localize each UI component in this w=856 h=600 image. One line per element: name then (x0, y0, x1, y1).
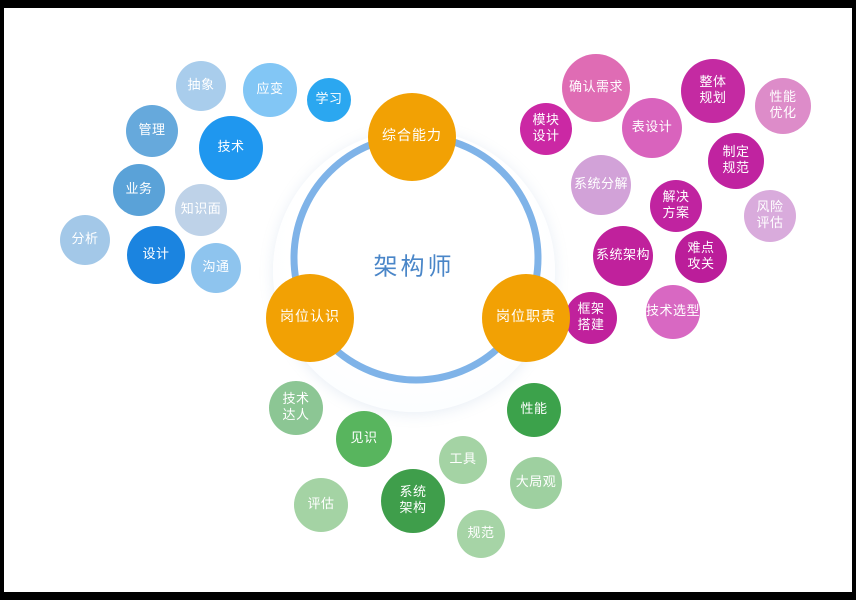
bubble-business: 业务 (113, 164, 165, 216)
bubble-risk-assessment: 风险 评估 (744, 190, 796, 242)
bubble-adaptability: 应变 (243, 63, 297, 117)
frame-left (0, 0, 4, 600)
bubble-define-standards: 制定 规范 (708, 133, 764, 189)
bubble-technology: 技术 (199, 116, 263, 180)
hub-comprehensive-ability: 综合能力 (368, 93, 456, 181)
bubble-performance-optimization: 性能 优化 (755, 78, 811, 134)
bubble-performance: 性能 (507, 383, 561, 437)
bubble-evaluation: 评估 (294, 478, 348, 532)
bubble-system-architecture: 系统架构 (593, 226, 653, 286)
bubble-module-design: 模块 设计 (520, 103, 572, 155)
center-title: 架构师 (373, 252, 455, 281)
bubble-learning: 学习 (307, 78, 351, 122)
bubble-confirm-requirements: 确认需求 (562, 54, 630, 122)
bubble-tech-expert: 技术 达人 (269, 381, 323, 435)
bubble-tackle-difficulties: 难点 攻关 (675, 231, 727, 283)
bubble-table-design: 表设计 (622, 98, 682, 158)
bubble-overall-planning: 整体 规划 (681, 59, 745, 123)
bubble-communication: 沟通 (191, 243, 241, 293)
bubble-standards: 规范 (457, 510, 505, 558)
bubble-abstraction: 抽象 (176, 61, 226, 111)
hub-role-awareness: 岗位认识 (266, 274, 354, 362)
bubble-management: 管理 (126, 105, 178, 157)
frame-bottom (0, 592, 856, 600)
bubble-big-picture: 大局观 (510, 457, 562, 509)
bubble-insight: 见识 (336, 411, 392, 467)
bubble-technology-selection: 技术选型 (646, 285, 700, 339)
frame-right (852, 0, 856, 600)
bubble-tools: 工具 (439, 436, 487, 484)
bubble-solution: 解决 方案 (650, 180, 702, 232)
bubble-system-architecture-2: 系统 架构 (381, 469, 445, 533)
bubble-knowledge-scope: 知识面 (175, 184, 227, 236)
bubble-system-decomposition: 系统分解 (571, 155, 631, 215)
bubble-design: 设计 (127, 226, 185, 284)
frame-top (0, 0, 856, 8)
bubble-framework-setup: 框架 搭建 (565, 292, 617, 344)
bubble-analysis: 分析 (60, 215, 110, 265)
hub-role-responsibilities: 岗位职责 (482, 274, 570, 362)
